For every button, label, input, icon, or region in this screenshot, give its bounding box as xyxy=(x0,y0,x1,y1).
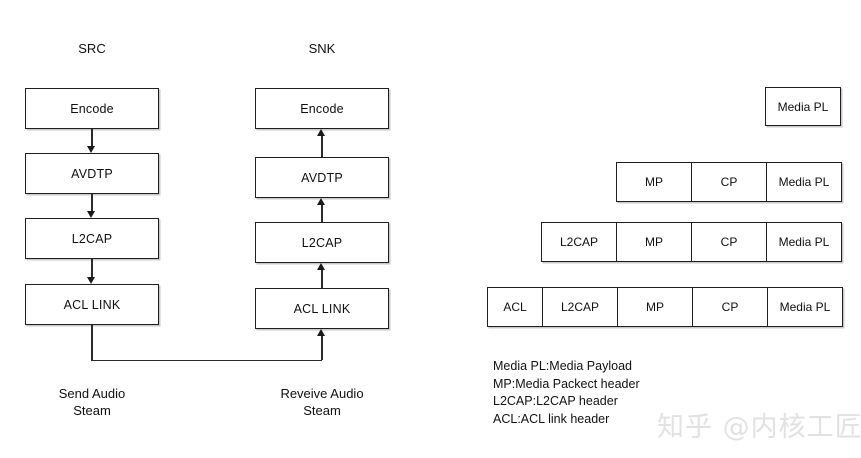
src-arrow-l2cap-to-acl-line xyxy=(91,259,93,277)
snk-box-acl-link[interactable]: ACL LINK xyxy=(255,288,389,329)
packet-cell-l2cap[interactable]: L2CAP xyxy=(541,222,617,262)
snk-box-l2cap[interactable]: L2CAP xyxy=(255,222,389,263)
src-arrow-encode-to-avdtp-head xyxy=(87,146,95,153)
snk-stream-caption-line2: Steam xyxy=(303,403,341,418)
legend-line-media-pl: Media PL:Media Payload xyxy=(493,359,632,373)
src-arrow-avdtp-to-l2cap-head xyxy=(87,211,95,218)
src-box-encode[interactable]: Encode xyxy=(25,88,159,129)
packet-cell-media-pl[interactable]: Media PL xyxy=(766,222,842,262)
legend-line-l2cap: L2CAP:L2CAP header xyxy=(493,394,618,408)
src-stream-caption-line2: Steam xyxy=(73,403,111,418)
snk-box-encode[interactable]: Encode xyxy=(255,88,389,129)
packet-cell-mp[interactable]: MP xyxy=(616,162,692,202)
packet-cell-media-pl[interactable]: Media PL xyxy=(766,162,842,202)
connector-vertical-src xyxy=(91,325,93,361)
packet-cell-media-pl[interactable]: Media PL xyxy=(765,87,841,126)
src-arrow-encode-to-avdtp-line xyxy=(91,129,93,146)
legend-line-mp: MP:Media Packect header xyxy=(493,376,640,391)
packet-cell-cp[interactable]: CP xyxy=(691,222,767,262)
src-arrow-l2cap-to-acl-head xyxy=(87,277,95,284)
column-title-snk: SNK xyxy=(308,41,336,56)
src-arrow-avdtp-to-l2cap-line xyxy=(91,194,93,211)
legend: Media PL:Media Payload MP:Media Packect … xyxy=(493,358,640,428)
snk-stream-caption: Reveive Audio Steam xyxy=(252,385,392,419)
packet-cell-l2cap[interactable]: L2CAP xyxy=(542,287,618,327)
packet-cell-media-pl[interactable]: Media PL xyxy=(767,287,843,327)
connector-vertical-snk xyxy=(321,336,323,360)
snk-arrow-l2cap-to-avdtp-line xyxy=(321,205,323,222)
src-box-avdtp[interactable]: AVDTP xyxy=(25,153,159,194)
snk-arrow-acl-to-l2cap-head xyxy=(317,263,325,270)
packet-cell-cp[interactable]: CP xyxy=(692,287,768,327)
src-box-l2cap[interactable]: L2CAP xyxy=(25,218,159,259)
packet-row: MP CP Media PL xyxy=(616,162,842,202)
snk-arrow-avdtp-to-encode-head xyxy=(317,129,325,136)
legend-line-acl: ACL:ACL link header xyxy=(493,411,610,426)
packet-row: ACL L2CAP MP CP Media PL xyxy=(487,287,843,327)
packet-row: L2CAP MP CP Media PL xyxy=(541,222,842,262)
packet-row: Media PL xyxy=(765,87,841,126)
watermark: 知乎 @内核工匠 xyxy=(657,412,861,443)
packet-cell-cp[interactable]: CP xyxy=(691,162,767,202)
packet-cell-mp[interactable]: MP xyxy=(617,287,693,327)
snk-arrow-avdtp-to-encode-line xyxy=(321,136,323,157)
src-stream-caption: Send Audio Steam xyxy=(22,385,162,419)
connector-horizontal xyxy=(91,359,323,361)
snk-arrow-l2cap-to-avdtp-head xyxy=(317,198,325,205)
src-stream-caption-line1: Send Audio xyxy=(58,386,126,401)
snk-box-avdtp[interactable]: AVDTP xyxy=(255,157,389,198)
packet-cell-mp[interactable]: MP xyxy=(616,222,692,262)
connector-arrow-head xyxy=(317,329,325,336)
column-title-src: SRC xyxy=(78,41,106,56)
src-box-acl-link[interactable]: ACL LINK xyxy=(25,284,159,325)
snk-stream-caption-line1: Reveive Audio xyxy=(280,386,364,401)
packet-cell-acl[interactable]: ACL xyxy=(487,287,543,327)
snk-arrow-acl-to-l2cap-line xyxy=(321,270,323,288)
